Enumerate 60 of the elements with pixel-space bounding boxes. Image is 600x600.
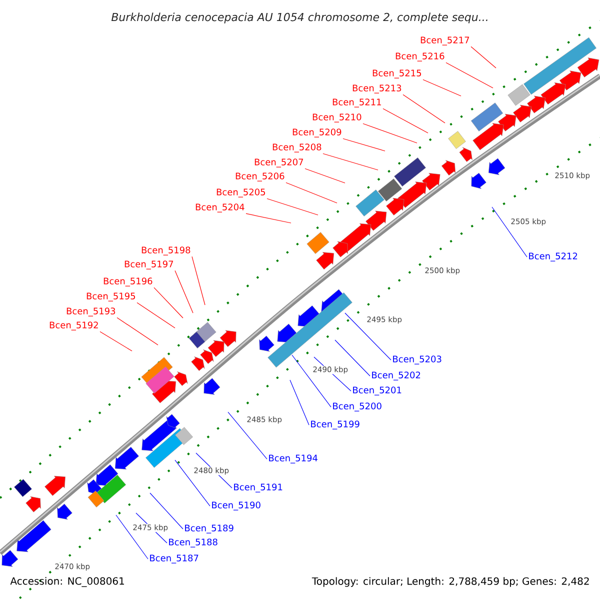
- leader-line: [286, 182, 338, 204]
- gene-label: Bcen_5201: [353, 386, 402, 396]
- gene-label: Bcen_5208: [272, 144, 322, 152]
- gene-label: Bcen_5215: [372, 70, 422, 78]
- leader-line: [304, 168, 346, 184]
- leader-line: [174, 460, 210, 506]
- gene-label: Bcen_5192: [50, 322, 98, 330]
- gene-label: Bcen_5210: [312, 114, 362, 122]
- leader-line: [292, 354, 332, 408]
- gene-label: Bcen_5198: [142, 246, 190, 256]
- leader-line: [192, 256, 206, 306]
- summary-text: Topology: circular; Length: 2,788,459 bp; Genes: 2,482: [312, 577, 589, 587]
- gene-label: Bcen_5209: [292, 128, 342, 138]
- leader-line: [116, 317, 158, 346]
- leader-line: [266, 198, 318, 216]
- gene-label: Bcen_5187: [150, 554, 198, 564]
- leader-line: [362, 123, 418, 144]
- leader-line: [446, 62, 494, 88]
- leader-line: [100, 331, 132, 352]
- leader-line: [174, 270, 194, 314]
- gene-label: Bcen_5216: [396, 52, 444, 62]
- leader-line: [422, 79, 462, 96]
- gene-label: Bcen_5211: [332, 98, 381, 108]
- gene-label: Bcen_5207: [254, 158, 304, 168]
- gene-label: Bcen_5202: [372, 372, 420, 380]
- leader-line: [290, 380, 310, 426]
- title: Burkholderia cenocepacia AU 1054 chromosome 2, complete sequ...: [111, 12, 488, 24]
- gene-label: Bcen_5195: [86, 292, 135, 302]
- gene-label: Bcen_5205: [216, 188, 265, 198]
- gene-label: Bcen_5194: [269, 454, 318, 464]
- gene-label: Bcen_5206: [236, 172, 284, 182]
- leader-line: [334, 340, 370, 376]
- leader-line: [228, 412, 268, 460]
- gene-label: Bcen_5188: [169, 538, 218, 548]
- leader-line: [492, 206, 528, 258]
- leader-line: [246, 213, 292, 224]
- gene-label: Bcen_5191: [234, 484, 282, 492]
- gene-label: Bcen_5200: [333, 402, 382, 412]
- leader-line: [150, 492, 184, 530]
- gene-label: Bcen_5217: [420, 36, 470, 46]
- accession-text: Accession: NC_008061: [10, 577, 124, 587]
- leader-line: [136, 302, 176, 328]
- leader-line: [470, 46, 496, 68]
- leader-line: [154, 287, 184, 318]
- gene-label: Bcen_5212: [529, 252, 578, 262]
- gene-label: Bcen_5193: [66, 308, 116, 316]
- leader-line: [322, 153, 378, 170]
- gene-label: Bcen_5190: [212, 502, 260, 510]
- gene-label: Bcen_5204: [196, 204, 244, 212]
- gene-label: Bcen_5203: [393, 356, 442, 364]
- leader-line: [116, 514, 148, 560]
- leader-line: [382, 108, 428, 134]
- leader-line: [402, 94, 446, 124]
- leader-line: [344, 312, 392, 360]
- gene-label: Bcen_5189: [185, 524, 234, 534]
- gene-label: Bcen_5213: [352, 84, 402, 94]
- gene-label: Bcen_5196: [104, 278, 152, 286]
- gene-label: Bcen_5199: [311, 420, 360, 430]
- gene-label: Bcen_5197: [124, 260, 174, 270]
- leader-line: [342, 138, 386, 152]
